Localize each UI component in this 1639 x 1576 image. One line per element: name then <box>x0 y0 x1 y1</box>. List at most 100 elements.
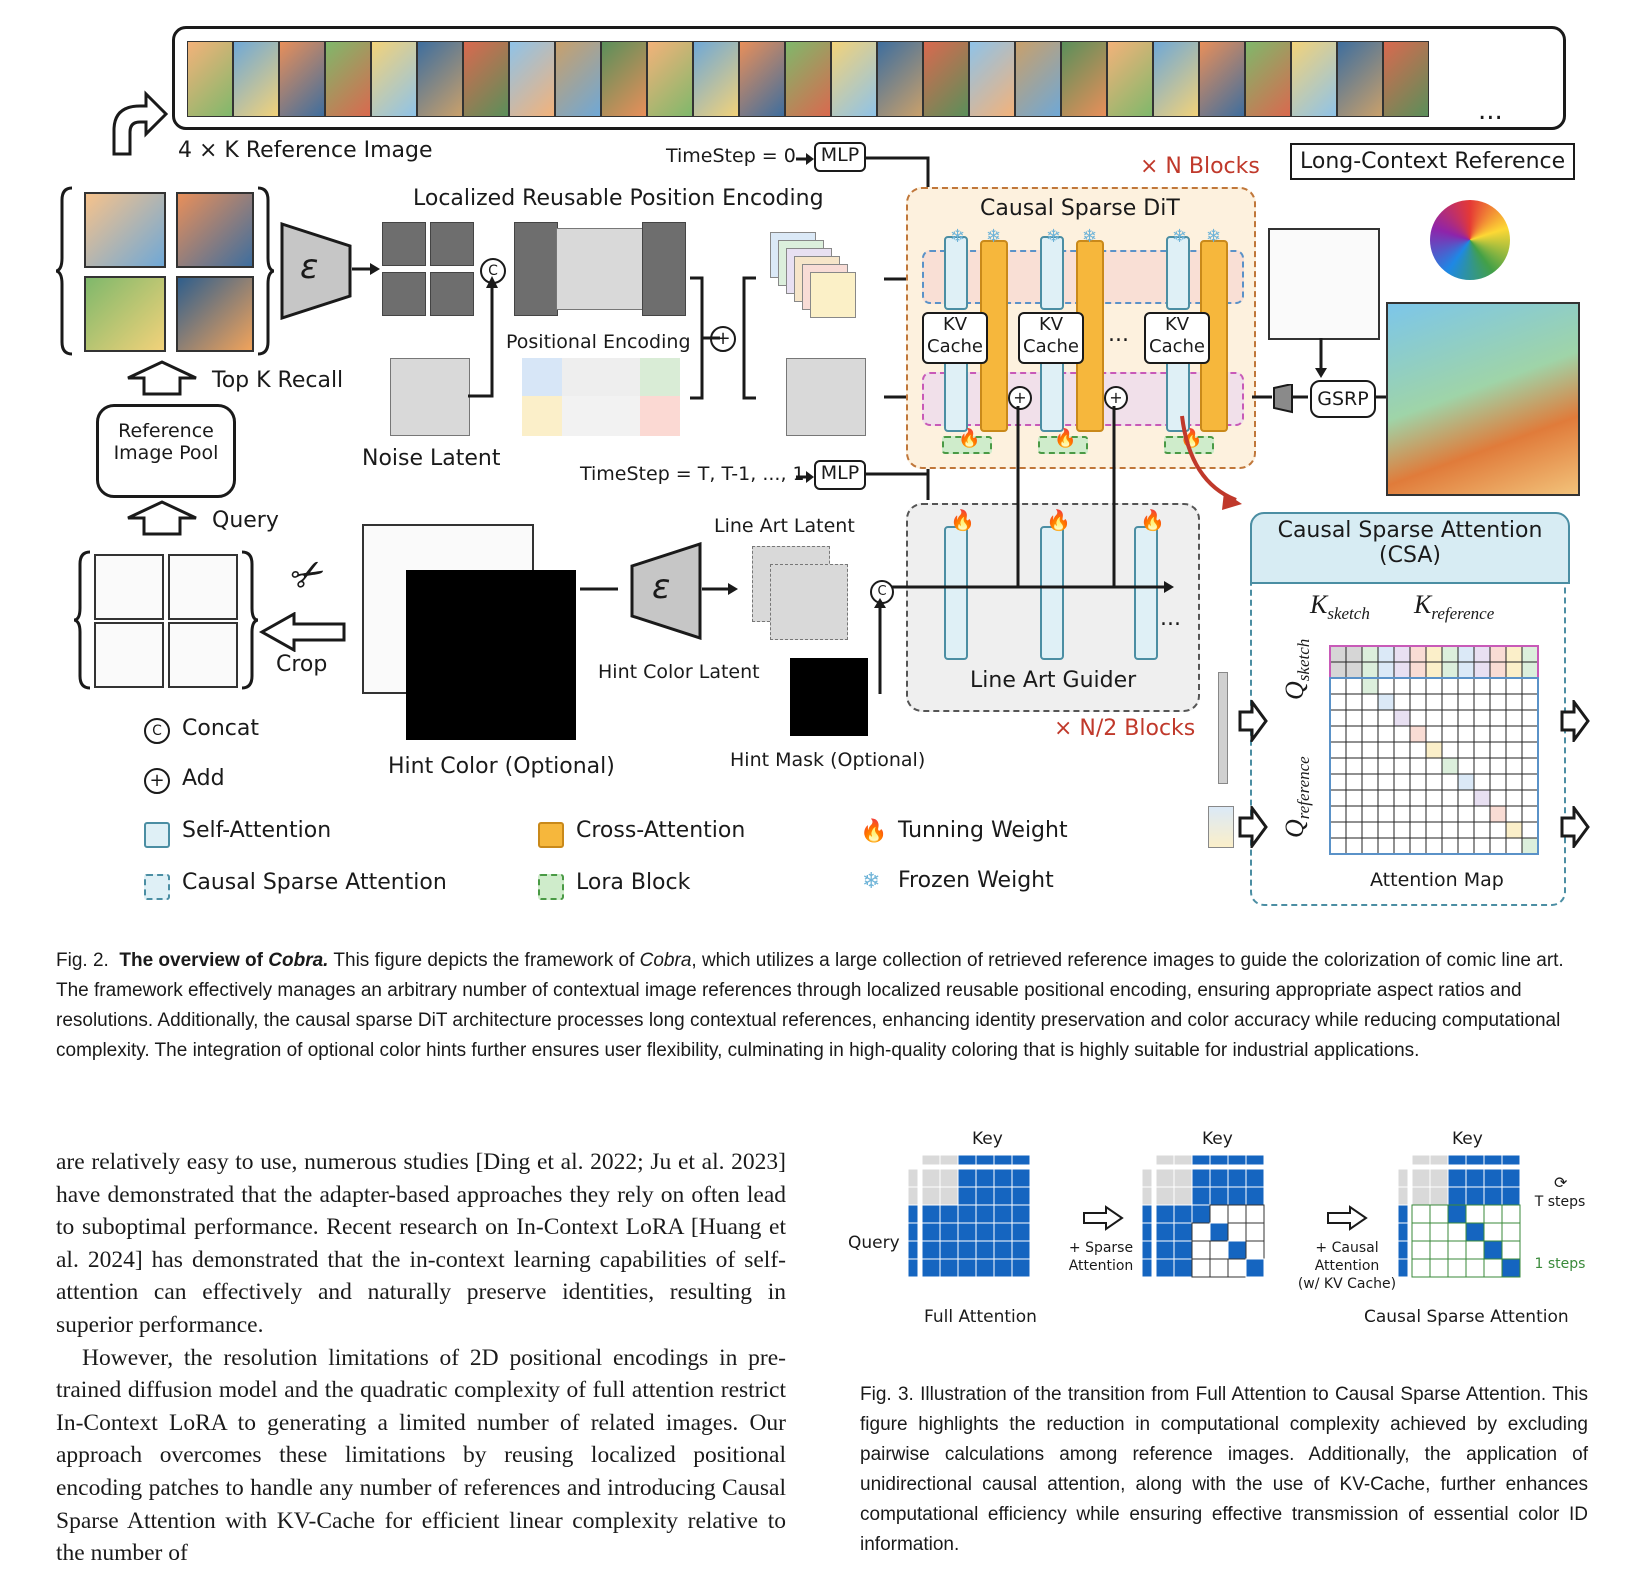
legend-cross-attention: Cross-Attention <box>576 818 746 843</box>
line-art-guider-label: Line Art Guider <box>970 668 1137 693</box>
caption-bold-title: The overview of <box>119 950 263 971</box>
attention-cell <box>1521 805 1539 823</box>
crop-label: Crop <box>276 652 328 677</box>
brace-right-icon <box>257 186 274 356</box>
attention-cell <box>957 1222 977 1242</box>
guider-line <box>880 581 1174 593</box>
long-context-label: Long-Context Reference <box>1290 143 1576 181</box>
attention-cell <box>957 1186 977 1206</box>
attention-cell <box>1209 1168 1229 1188</box>
attention-cell <box>1457 645 1475 663</box>
attention-cell <box>1377 725 1395 743</box>
sketch-thumb <box>94 554 164 620</box>
attention-cell <box>1489 837 1507 855</box>
query-bar-cell <box>907 1204 919 1224</box>
attention-cell <box>1409 725 1427 743</box>
attention-cell <box>1393 645 1411 663</box>
attention-cell <box>1447 1240 1467 1260</box>
attention-cell <box>1173 1168 1193 1188</box>
hint-mask-image <box>790 658 868 736</box>
attention-cell <box>939 1222 959 1242</box>
figure-2-caption: Fig. 2. The overview of Cobra. This figu… <box>56 946 1586 1066</box>
attention-cell <box>1411 1240 1431 1260</box>
mlp-bottom: MLP <box>814 460 866 490</box>
query-bar-cell <box>1397 1258 1409 1278</box>
attention-cell <box>1245 1204 1265 1224</box>
attention-cell <box>1429 1258 1449 1278</box>
snowflake-icon: ❄ <box>1172 226 1188 246</box>
attention-cell <box>1489 741 1507 759</box>
attention-cell <box>1361 677 1379 695</box>
key-bar-cell <box>1209 1154 1229 1166</box>
attention-cell <box>1329 805 1347 823</box>
self-attention-block <box>944 360 968 432</box>
attention-cell <box>1011 1258 1031 1278</box>
self-attention-block <box>1040 236 1064 310</box>
right-arrow-icon <box>1238 700 1268 742</box>
guider-attention-block <box>1134 526 1158 660</box>
mask-line <box>874 598 886 694</box>
query-reference-bar <box>1208 806 1234 848</box>
reference-thumbnail <box>1337 41 1383 117</box>
attention-cell <box>1429 1240 1449 1260</box>
attention-cell <box>1329 741 1347 759</box>
attention-cell <box>1409 741 1427 759</box>
line-art-latent-label: Line Art Latent <box>714 515 855 537</box>
attention-cell <box>1489 757 1507 775</box>
attention-cell <box>1473 661 1491 679</box>
down-arrow-icon <box>1315 338 1327 378</box>
reference-thumbnail <box>233 41 279 117</box>
attention-cell <box>1425 805 1443 823</box>
fire-icon: 🔥 <box>950 510 975 532</box>
key-bar-cell <box>1191 1154 1211 1166</box>
attention-cell <box>1393 661 1411 679</box>
attention-cell <box>1377 773 1395 791</box>
snowflake-icon: ❄ <box>950 226 966 246</box>
one-steps-label: 1 steps <box>1534 1256 1586 1272</box>
sketch-query-grid <box>90 550 240 688</box>
attention-cell <box>1505 821 1523 839</box>
snowflake-icon: ❄ <box>1082 226 1098 246</box>
reference-thumbnail <box>831 41 877 117</box>
reference-thumbnail <box>877 41 923 117</box>
attention-cell <box>1473 757 1491 775</box>
attention-cell <box>1411 1258 1431 1278</box>
attention-cell <box>1505 661 1523 679</box>
attention-cell <box>1465 1186 1485 1206</box>
attention-cell <box>1345 661 1363 679</box>
full-attention-label: Full Attention <box>924 1307 1037 1327</box>
attention-cell <box>1505 773 1523 791</box>
attention-cell <box>1011 1186 1031 1206</box>
attention-cell <box>1409 821 1427 839</box>
key-bar-cell <box>939 1154 959 1166</box>
reference-thumbnail <box>785 41 831 117</box>
attention-cell <box>1425 837 1443 855</box>
attention-cell <box>1473 789 1491 807</box>
query-bar-cell <box>1141 1168 1153 1188</box>
attention-cell <box>1489 693 1507 711</box>
attention-cell <box>1473 741 1491 759</box>
snowflake-icon: ❄ <box>1206 226 1222 246</box>
attention-cell <box>1483 1258 1503 1278</box>
attention-cell <box>1505 837 1523 855</box>
reference-thumbnail <box>1153 41 1199 117</box>
query-bar-cell <box>907 1240 919 1260</box>
attention-cell <box>1409 645 1427 663</box>
body-text-column: are relatively easy to use, numerous stu… <box>56 1146 786 1570</box>
reference-thumb <box>176 192 254 268</box>
attention-cell <box>1441 661 1459 679</box>
colorized-output-image <box>1386 302 1580 496</box>
n-blocks-label: × N Blocks <box>1140 154 1260 179</box>
timestep-bottom-label: TimeStep = T, T-1, ..., 1 <box>580 463 805 485</box>
legend-csa-swatch <box>144 874 170 900</box>
ellipsis: ... <box>1160 606 1181 631</box>
attention-cell <box>1489 645 1507 663</box>
reference-thumbnail <box>647 41 693 117</box>
reference-thumbnail <box>923 41 969 117</box>
hint-color-latent-label: Hint Color Latent <box>598 661 760 683</box>
guider-to-dit-lines <box>1016 406 1116 586</box>
attention-cell <box>1361 837 1379 855</box>
attention-cell <box>1361 789 1379 807</box>
sketch-thumb <box>168 622 238 688</box>
key-bar-cell <box>1411 1154 1431 1166</box>
